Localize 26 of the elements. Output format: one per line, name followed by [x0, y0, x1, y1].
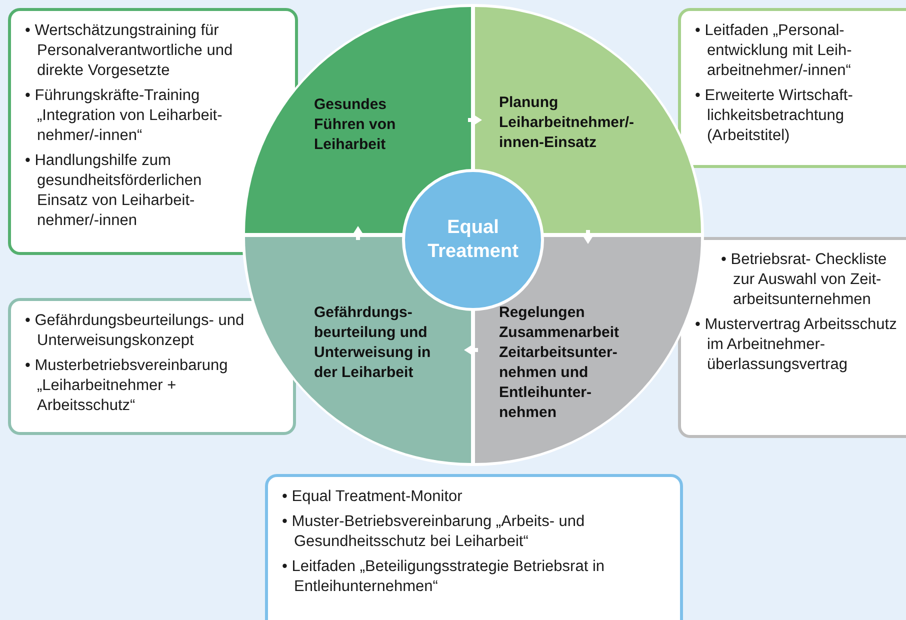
bullet-item: • Leitfaden „Beteiligungsstrategie Betriebsrat in Entleihunternehmen“	[282, 557, 606, 597]
segment-title: Planung Leiharbeitnehmer/- innen-Einsatz	[499, 93, 636, 153]
bullet-item: • Führungskräfte-Training „Integration von Leiharbeit- nehmer/-innen“	[25, 86, 224, 146]
bullet-item: • Equal Treatment-Monitor	[282, 487, 464, 507]
segment-title: Gesundes Führen von Leiharbeit	[314, 95, 397, 155]
segment-title: Gefährdungs- beurteilung und Unterweisung in der Leiharbeit	[314, 303, 432, 383]
bullet-item: • Muster-Betriebsvereinbarung „Arbeits- und Gesundheitsschutz bei Leiharbeit“	[282, 512, 586, 552]
bullet-item: • Gefährdungsbeurteilungs- und Unterweisungskonzept	[25, 311, 246, 351]
bullet-item: • Handlungshilfe zum gesundheitsförderlichen Einsatz von Leiharbeit- nehmer/-innen	[25, 151, 203, 231]
bullet-item: • Wertschätzungstraining für Personalverantwortliche und direkte Vorgesetzte	[25, 21, 234, 81]
text-card	[678, 8, 906, 168]
center-title: Equal Treatment	[426, 216, 520, 264]
text-card	[8, 8, 298, 255]
text-card	[8, 298, 296, 435]
text-card	[265, 474, 683, 620]
flow-chevron	[351, 226, 365, 240]
bullet-item: • Musterbetriebsvereinbarung „Leiharbeitnehmer + Arbeitsschutz“	[25, 356, 229, 416]
bullet-item: • Leitfaden „Personal- entwicklung mit Leih- arbeitnehmer/-innen“	[695, 21, 853, 81]
bullet-item: • Mustervertrag Arbeitsschutz im Arbeitnehmer- überlassungsvertrag	[695, 315, 898, 375]
bullet-item: • Erweiterte Wirtschaft- lichkeitsbetrachtung (Arbeitstitel)	[695, 86, 854, 146]
flow-chevron	[464, 343, 478, 357]
text-card	[678, 237, 906, 438]
segment-title: Regelungen Zusammenarbeit Zeitarbeitsunter- nehmen und Entleihunter- nehmen	[499, 303, 620, 423]
bullet-item: • Betriebsrat- Checkliste zur Auswahl von Zeit- arbeitsunternehmen	[721, 250, 888, 310]
flow-chevron	[468, 113, 482, 127]
flow-chevron	[581, 230, 595, 244]
